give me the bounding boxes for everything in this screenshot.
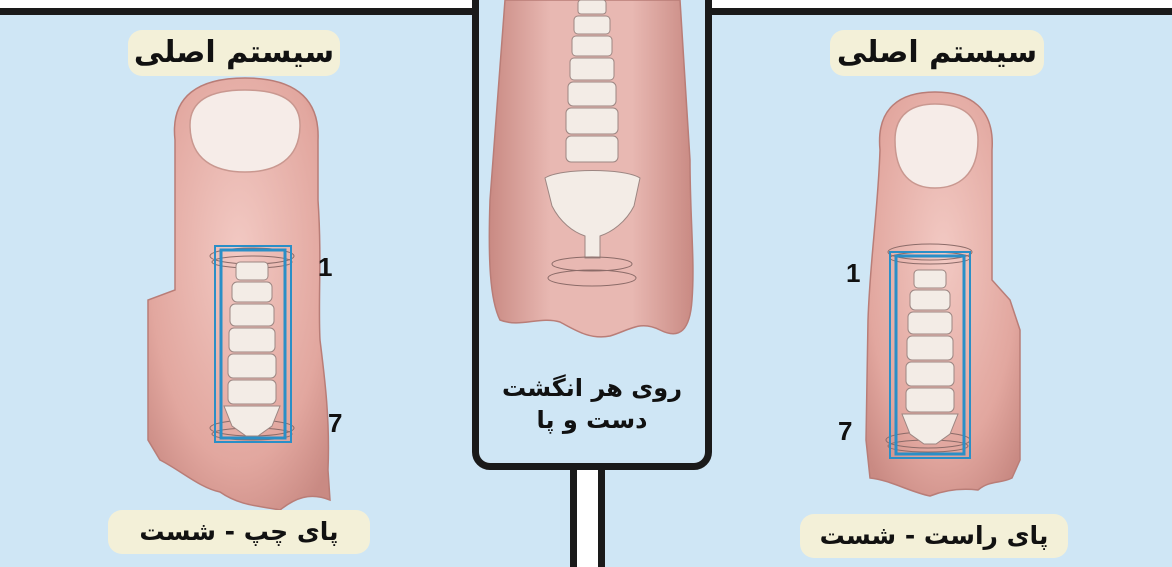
right-title: سیستم اصلی [830,30,1044,76]
right-marker-bottom: 7 [838,416,852,447]
left-marker-bottom: 7 [328,408,342,439]
right-caption: پای راست - شست [800,514,1068,558]
left-caption: پای چپ - شست [108,510,370,554]
center-caption-line2: دست و پا [478,404,706,436]
left-marker-top: 1 [318,252,332,283]
right-marker-top: 1 [846,258,860,289]
center-caption: روی هر انگشت دست و پا [478,372,706,436]
center-caption-line1: روی هر انگشت [478,372,706,404]
left-title: سیستم اصلی [128,30,340,76]
